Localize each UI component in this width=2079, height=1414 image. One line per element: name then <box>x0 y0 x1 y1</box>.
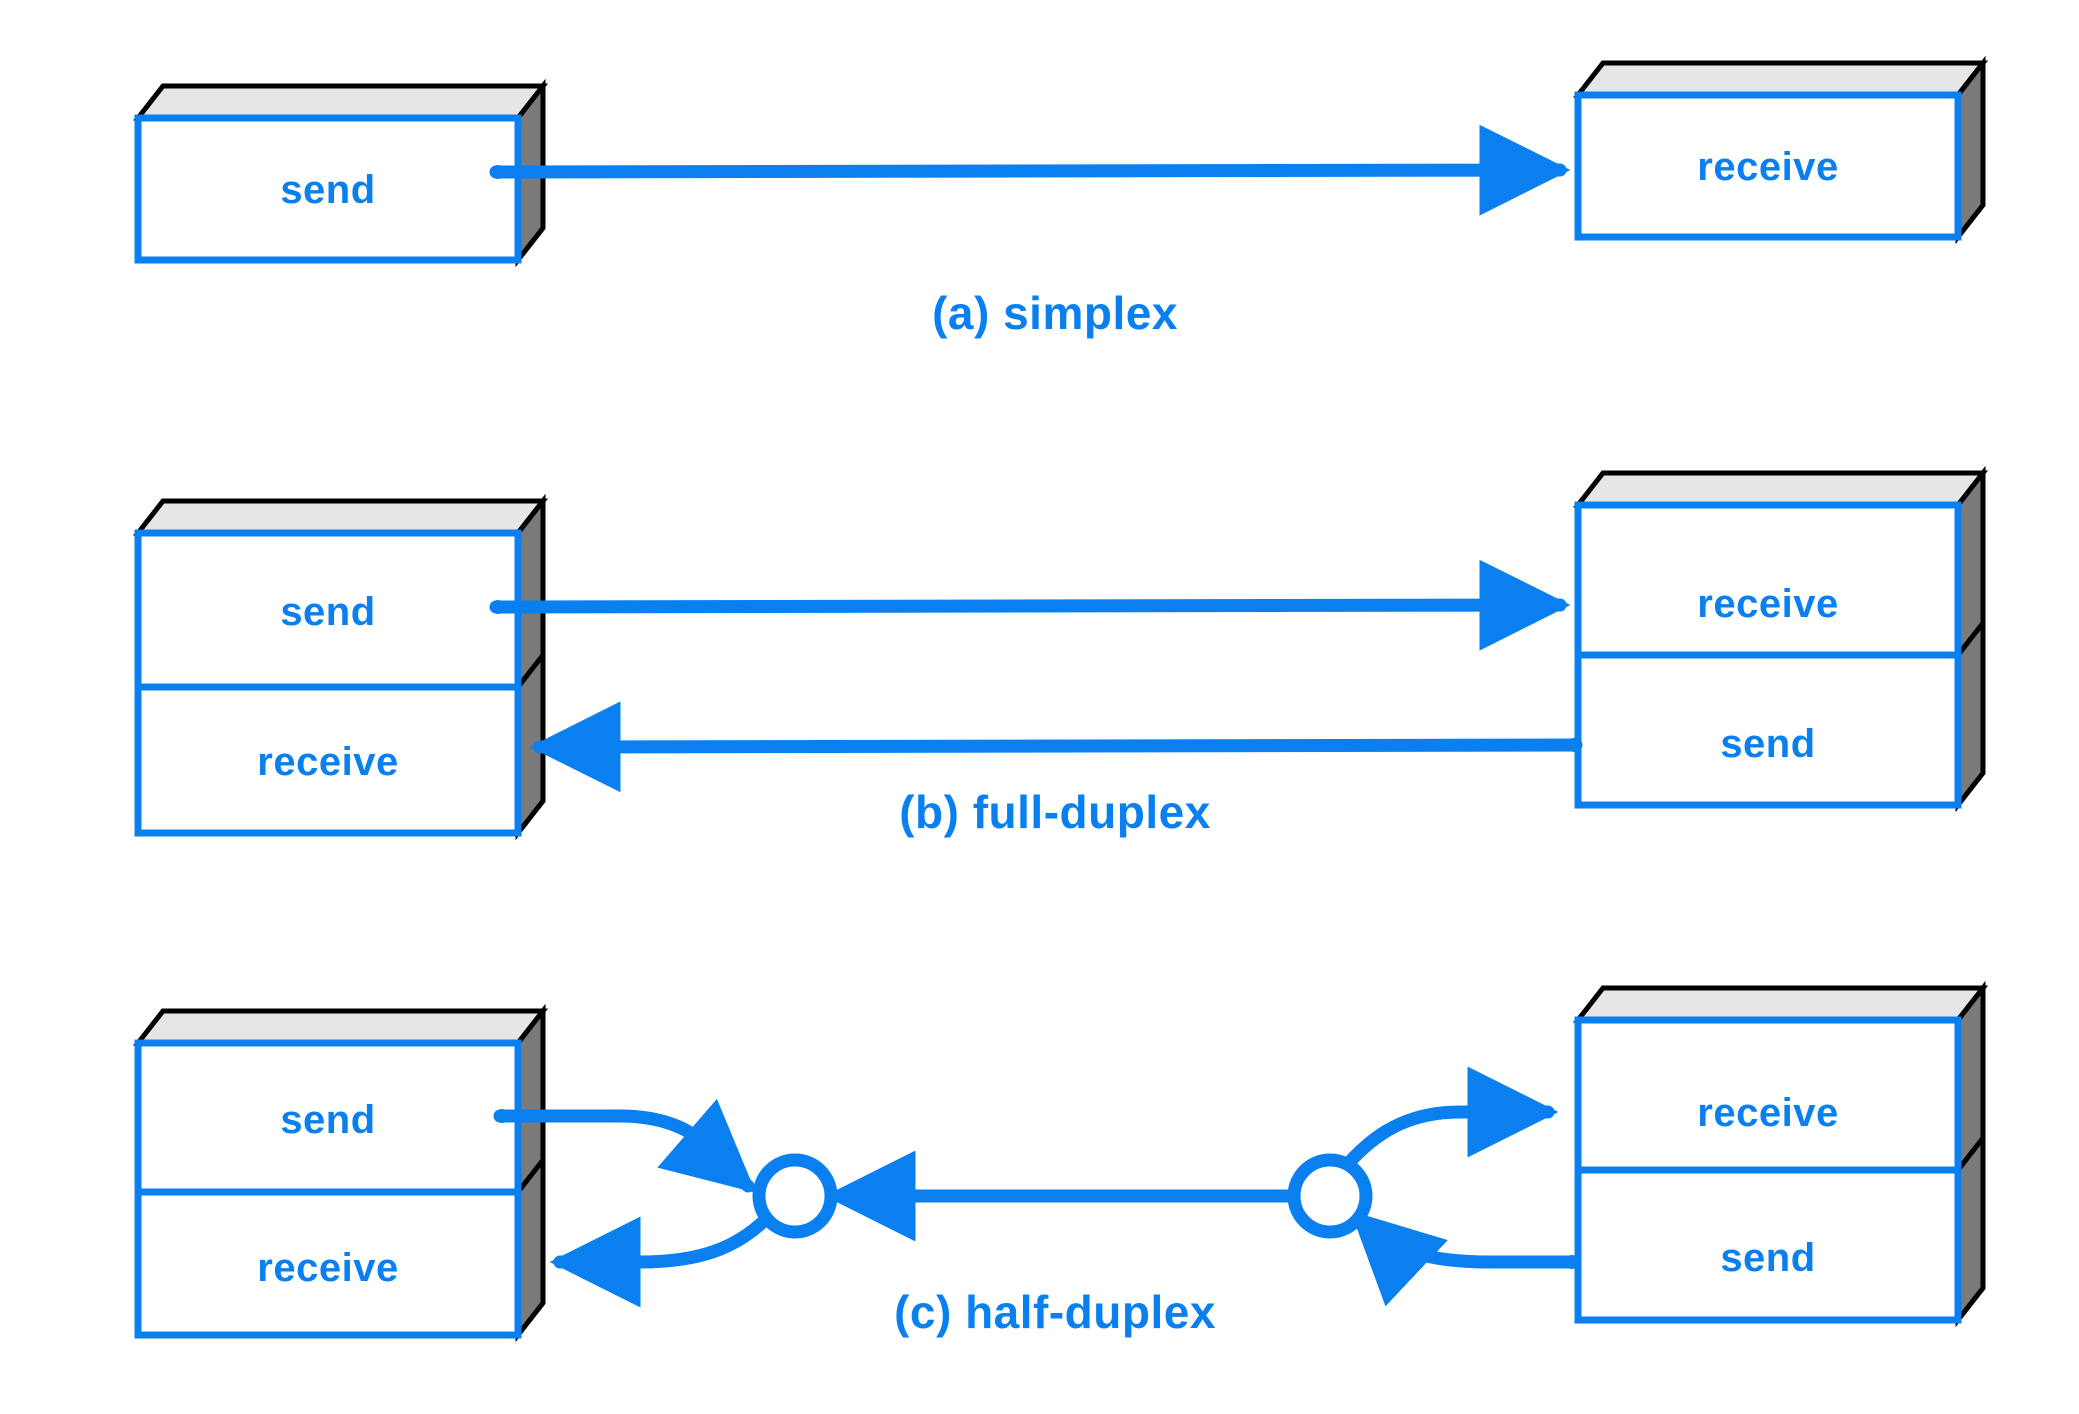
panel-c-connection-left-junction-to-receive <box>549 1212 773 1308</box>
side-face-divider <box>1956 621 1985 657</box>
arrow-path <box>493 1098 756 1193</box>
box-side-face <box>1955 55 1986 245</box>
panel-b: send receive receive send (b) full-duple… <box>132 465 1989 841</box>
panel-a-connection-send-to-receive <box>489 124 1571 216</box>
arrow-line <box>489 559 1571 651</box>
box-top-face <box>132 1008 549 1046</box>
panel-caption: (b) full-duplex <box>899 786 1211 838</box>
panel-a-right-device[interactable]: receive <box>1572 55 1989 245</box>
side-face-divider <box>516 1158 545 1194</box>
panel-b-right-device[interactable]: receive send <box>1572 465 1989 813</box>
panel-b-connection-receive-from-send <box>529 701 1583 793</box>
compartment-label: send <box>1720 1236 1815 1280</box>
panel-c-connection-right-junction-to-receive <box>1331 1066 1559 1182</box>
box-top-face <box>132 83 549 121</box>
compartment-label: receive <box>1697 145 1838 189</box>
arrow-path <box>549 1212 773 1308</box>
box-front-face <box>134 114 522 264</box>
side-face-divider <box>1956 1136 1985 1172</box>
box-top-face <box>1572 60 1989 98</box>
panel-a-left-device[interactable]: send <box>132 78 549 268</box>
box-front-face-lower <box>1574 651 1962 809</box>
box-front-face-upper <box>134 529 522 691</box>
box-front-face-upper <box>1574 501 1962 659</box>
box-front-face-lower <box>134 1188 522 1339</box>
compartment-label: send <box>280 1098 375 1142</box>
compartment-label: receive <box>1697 1091 1838 1135</box>
arrow-tail-dot <box>1567 738 1581 752</box>
arrow-line <box>489 124 1571 216</box>
panel-c: send receive receive send <box>132 980 1989 1343</box>
box-front-face-lower <box>134 683 522 837</box>
panel-b-connection-send-to-receive <box>489 559 1571 651</box>
compartment-label: receive <box>257 740 398 784</box>
compartment-label: receive <box>257 1246 398 1290</box>
arrow-tail-dot <box>495 1109 509 1123</box>
box-front-face <box>1574 91 1962 241</box>
panel-caption: (a) simplex <box>932 287 1178 339</box>
arrow-tail-dot <box>491 600 505 614</box>
box-top-face <box>1572 985 1989 1023</box>
panel-a: send receive (a) simplex <box>132 55 1989 339</box>
compartment-label: send <box>280 590 375 634</box>
panel-c-connection-send-to-left-junction <box>493 1098 756 1193</box>
arrow-path <box>1350 1210 1581 1307</box>
arrow-line <box>529 701 1583 793</box>
compartment-label: send <box>280 168 375 212</box>
compartment-label: receive <box>1697 582 1838 626</box>
side-face-divider <box>516 653 545 689</box>
compartment-label: send <box>1720 722 1815 766</box>
panel-c-left-device[interactable]: send receive <box>132 1003 549 1343</box>
panel-b-left-device[interactable]: send receive <box>132 493 549 841</box>
box-top-face <box>1572 470 1989 508</box>
panel-c-connection-send-to-right-junction <box>1350 1210 1581 1307</box>
left-junction-circle-icon <box>752 1153 838 1239</box>
arrow-path <box>1331 1066 1559 1182</box>
right-junction-circle-icon <box>1287 1153 1373 1239</box>
box-front-face-upper <box>1574 1016 1962 1174</box>
arrow-tail-dot <box>491 165 505 179</box>
panel-caption: (c) half-duplex <box>894 1286 1216 1338</box>
arrow-tail-dot <box>1565 1255 1579 1269</box>
box-front-face-lower <box>1574 1166 1962 1324</box>
box-top-face <box>132 498 549 536</box>
panel-c-right-device[interactable]: receive send <box>1572 980 1989 1328</box>
